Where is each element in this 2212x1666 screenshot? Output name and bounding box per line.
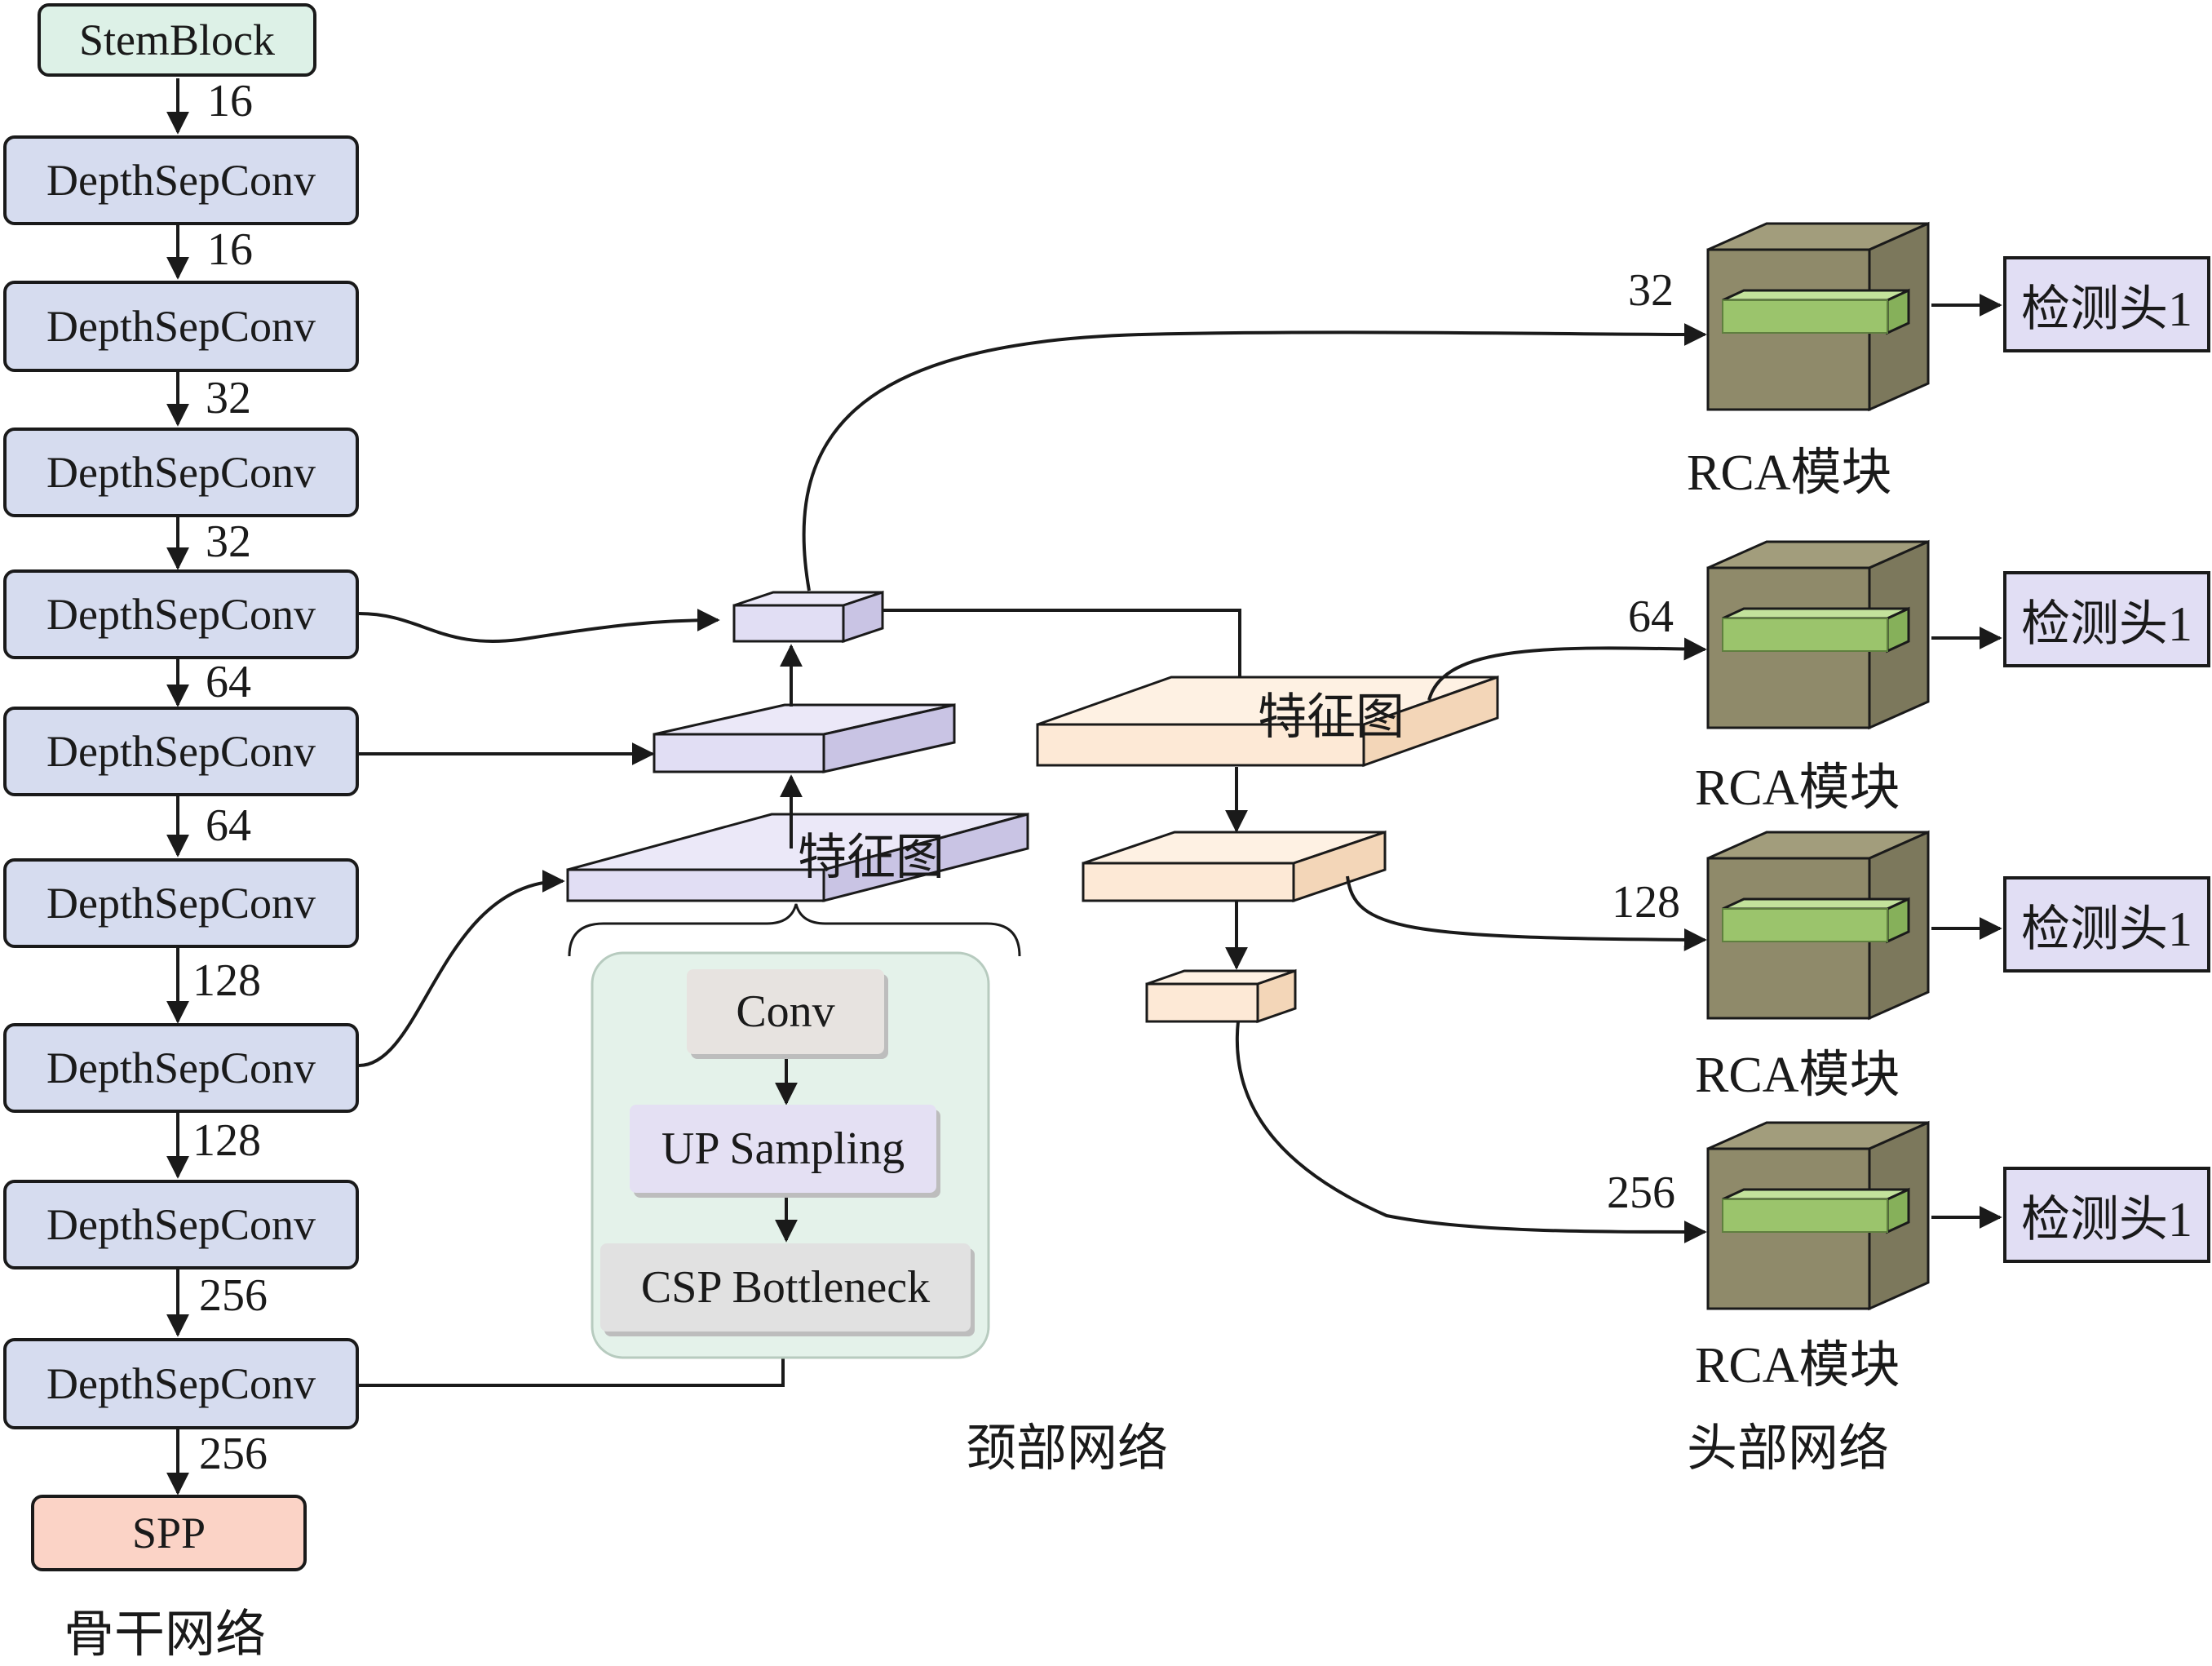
feature-map-label: 特征图: [1258, 690, 1405, 744]
neck-head-links: [802, 322, 1707, 1243]
purple-slab-large: [566, 813, 1029, 902]
detect-arrows: [1931, 294, 2002, 1229]
peach-slab-small: [1145, 968, 1297, 1024]
neck-to-peach: [883, 609, 1251, 704]
csp-bottleneck-module: CSP Bottleneck: [600, 1243, 971, 1331]
depthsepconv-block-5: DepthSepConv: [3, 707, 359, 796]
feature-map-label: 特征图: [798, 831, 945, 884]
channel-label: 32: [206, 373, 251, 423]
backbone-title: 骨干网络: [64, 1607, 267, 1663]
channel-label: 16: [207, 224, 253, 275]
purple-slab-mid: [653, 703, 956, 773]
rca-cube: [1706, 1120, 1930, 1311]
stem-block: StemBlock: [38, 3, 316, 77]
channel-label: 128: [192, 1115, 261, 1166]
neck-arrows: [780, 609, 1251, 970]
channel-label: 128: [192, 955, 261, 1006]
neck-title: 颈部网络: [966, 1421, 1169, 1477]
rca-cubes: [1706, 221, 1930, 1311]
channel-label: 64: [206, 657, 251, 707]
head-title: 头部网络: [1687, 1421, 1890, 1477]
channel-label: 32: [206, 516, 251, 567]
rca-cube: [1706, 539, 1930, 730]
depthsepconv-block-7: DepthSepConv: [3, 1023, 359, 1113]
head-channel-label: 256: [1607, 1168, 1675, 1218]
neck-bracket: [568, 903, 1021, 957]
detection-head-1: 检测头1: [2003, 256, 2210, 352]
link-conv4-neck: [358, 609, 720, 643]
link-to-rca-2: [1427, 637, 1707, 701]
peach-slab-mid: [1082, 830, 1387, 903]
link-to-rca-3: [1346, 875, 1707, 951]
neck-purple-slabs: [566, 590, 1029, 902]
conv-module: Conv: [687, 969, 884, 1054]
head-channel-label: 64: [1628, 592, 1674, 642]
detection-head-2: 检测头1: [2003, 571, 2210, 667]
purple-slab-small: [732, 590, 884, 644]
link-conv7-neck: [358, 870, 565, 1067]
rca-module-label: RCA模块: [1695, 760, 1900, 816]
depthsepconv-block-9: DepthSepConv: [3, 1338, 359, 1429]
depthsepconv-block-6: DepthSepConv: [3, 858, 359, 948]
rca-module-label: RCA模块: [1695, 1338, 1900, 1394]
neck-peach-slabs: [1036, 675, 1499, 1024]
detection-head-4: 检测头1: [2003, 1167, 2210, 1263]
detection-head-3: 检测头1: [2003, 876, 2210, 973]
spp-block: SPP: [31, 1495, 307, 1571]
channel-label: 64: [206, 800, 251, 851]
depthsepconv-block-2: DepthSepConv: [3, 281, 359, 372]
link-to-rca-1: [802, 322, 1707, 592]
link-to-rca-4: [1235, 1021, 1707, 1243]
rca-module-label: RCA模块: [1687, 445, 1892, 501]
depthsepconv-block-3: DepthSepConv: [3, 428, 359, 517]
channel-label: 256: [199, 1270, 268, 1321]
head-channel-label: 128: [1612, 877, 1680, 928]
depthsepconv-block-8: DepthSepConv: [3, 1180, 359, 1269]
rca-module-label: RCA模块: [1695, 1048, 1900, 1103]
head-channel-label: 32: [1628, 265, 1674, 316]
rca-cube: [1706, 221, 1930, 412]
depthsepconv-block-1: DepthSepConv: [3, 135, 359, 225]
peach-slab-large: [1036, 675, 1499, 768]
upsampling-module: UP Sampling: [630, 1105, 936, 1193]
depthsepconv-block-4: DepthSepConv: [3, 569, 359, 659]
channel-label: 16: [207, 76, 253, 126]
channel-label: 256: [199, 1429, 268, 1479]
rca-cube: [1706, 830, 1930, 1021]
